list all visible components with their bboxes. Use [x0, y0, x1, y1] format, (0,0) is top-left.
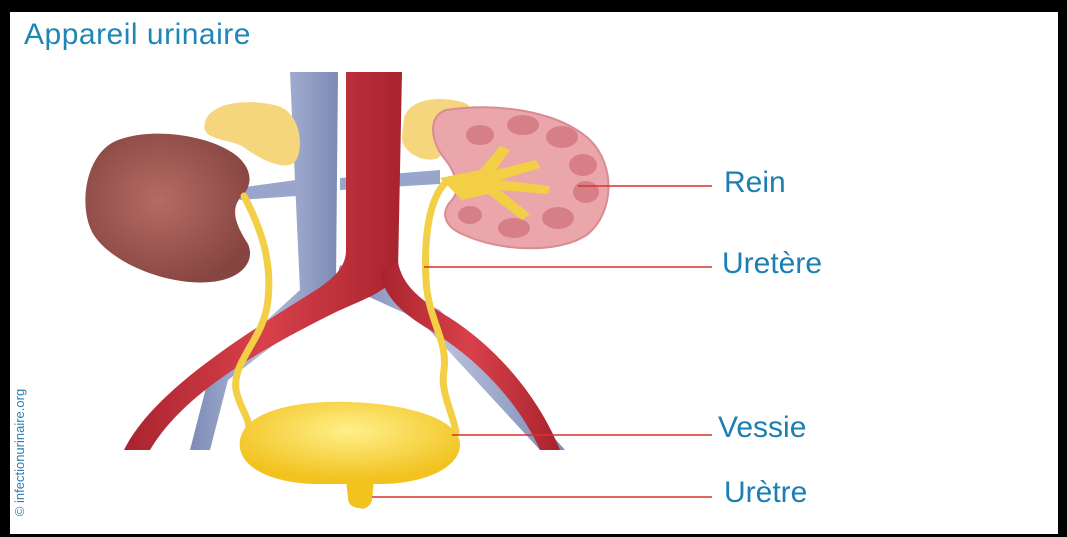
right-kidney [433, 107, 609, 248]
left-kidney [85, 134, 250, 283]
label-uretere: Uretère [722, 247, 822, 281]
bladder [240, 402, 460, 509]
copyright-credit: © infectionurinaire.org [12, 389, 27, 516]
diagram-title: Appareil urinaire [24, 18, 251, 52]
urethra [346, 480, 374, 509]
label-vessie: Vessie [718, 411, 806, 445]
label-uretre: Urètre [724, 476, 807, 510]
label-rein: Rein [724, 166, 786, 200]
